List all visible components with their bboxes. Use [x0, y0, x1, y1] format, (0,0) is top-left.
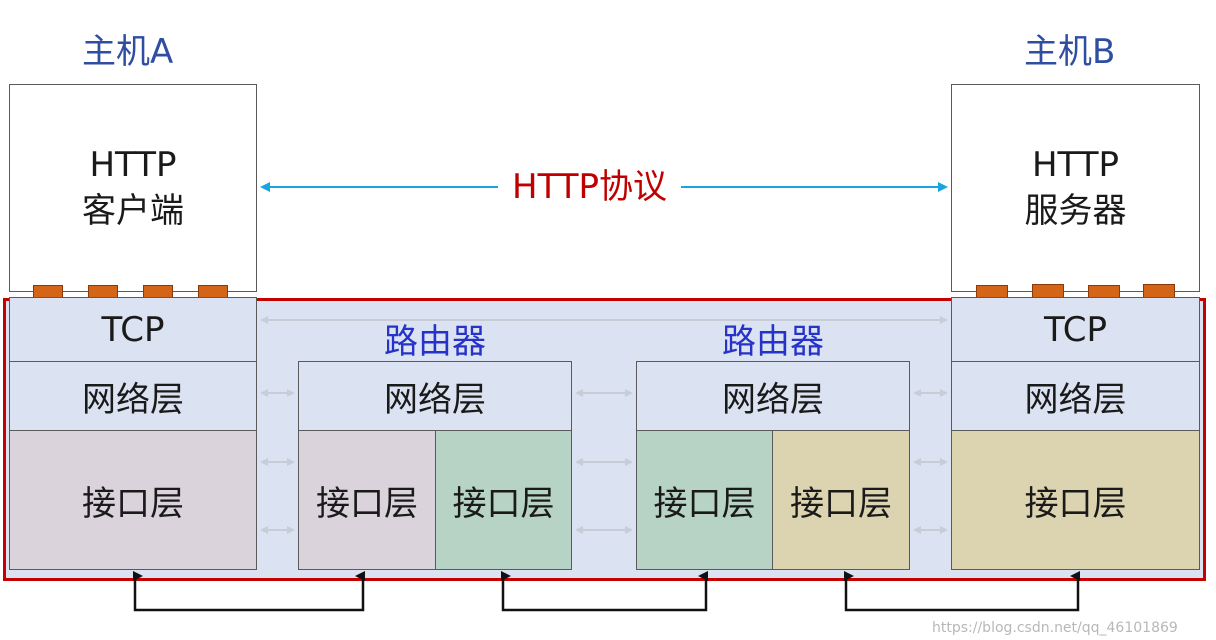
physical-link-r2-b	[844, 571, 1080, 612]
router-2-network-layer: 网络层	[636, 361, 910, 431]
host-b-interface-layer: 接口层	[951, 430, 1200, 570]
router-1-interface-left: 接口层	[298, 430, 436, 570]
host-b-app-line1: HTTP	[1031, 145, 1119, 185]
router-1-interface-right: 接口层	[435, 430, 572, 570]
router-2-interface-right: 接口层	[772, 430, 910, 570]
physical-link-a-r1	[133, 571, 365, 612]
host-b-tcp-layer: TCP	[951, 297, 1200, 362]
http-protocol-label: HTTP协议	[498, 167, 682, 207]
host-b-network-layer: 网络层	[951, 361, 1200, 431]
physical-link-r1-r2	[501, 571, 708, 612]
host-a-app-line1: HTTP	[89, 145, 177, 185]
host-a-interface-layer: 接口层	[9, 430, 257, 570]
router-1-title: 路由器	[384, 322, 486, 362]
host-a-app-line2: 客户端	[82, 191, 184, 231]
watermark: https://blog.csdn.net/qq_46101869	[932, 620, 1178, 636]
router-1-network-layer: 网络层	[298, 361, 572, 431]
host-a-title: 主机A	[82, 32, 174, 72]
host-b-app-line2: 服务器	[1024, 191, 1127, 231]
host-b-title: 主机B	[1024, 32, 1116, 72]
router-2-title: 路由器	[722, 322, 824, 362]
host-a-http-client: HTTP 客户端	[9, 84, 257, 292]
host-b-http-server: HTTP 服务器	[951, 84, 1200, 292]
